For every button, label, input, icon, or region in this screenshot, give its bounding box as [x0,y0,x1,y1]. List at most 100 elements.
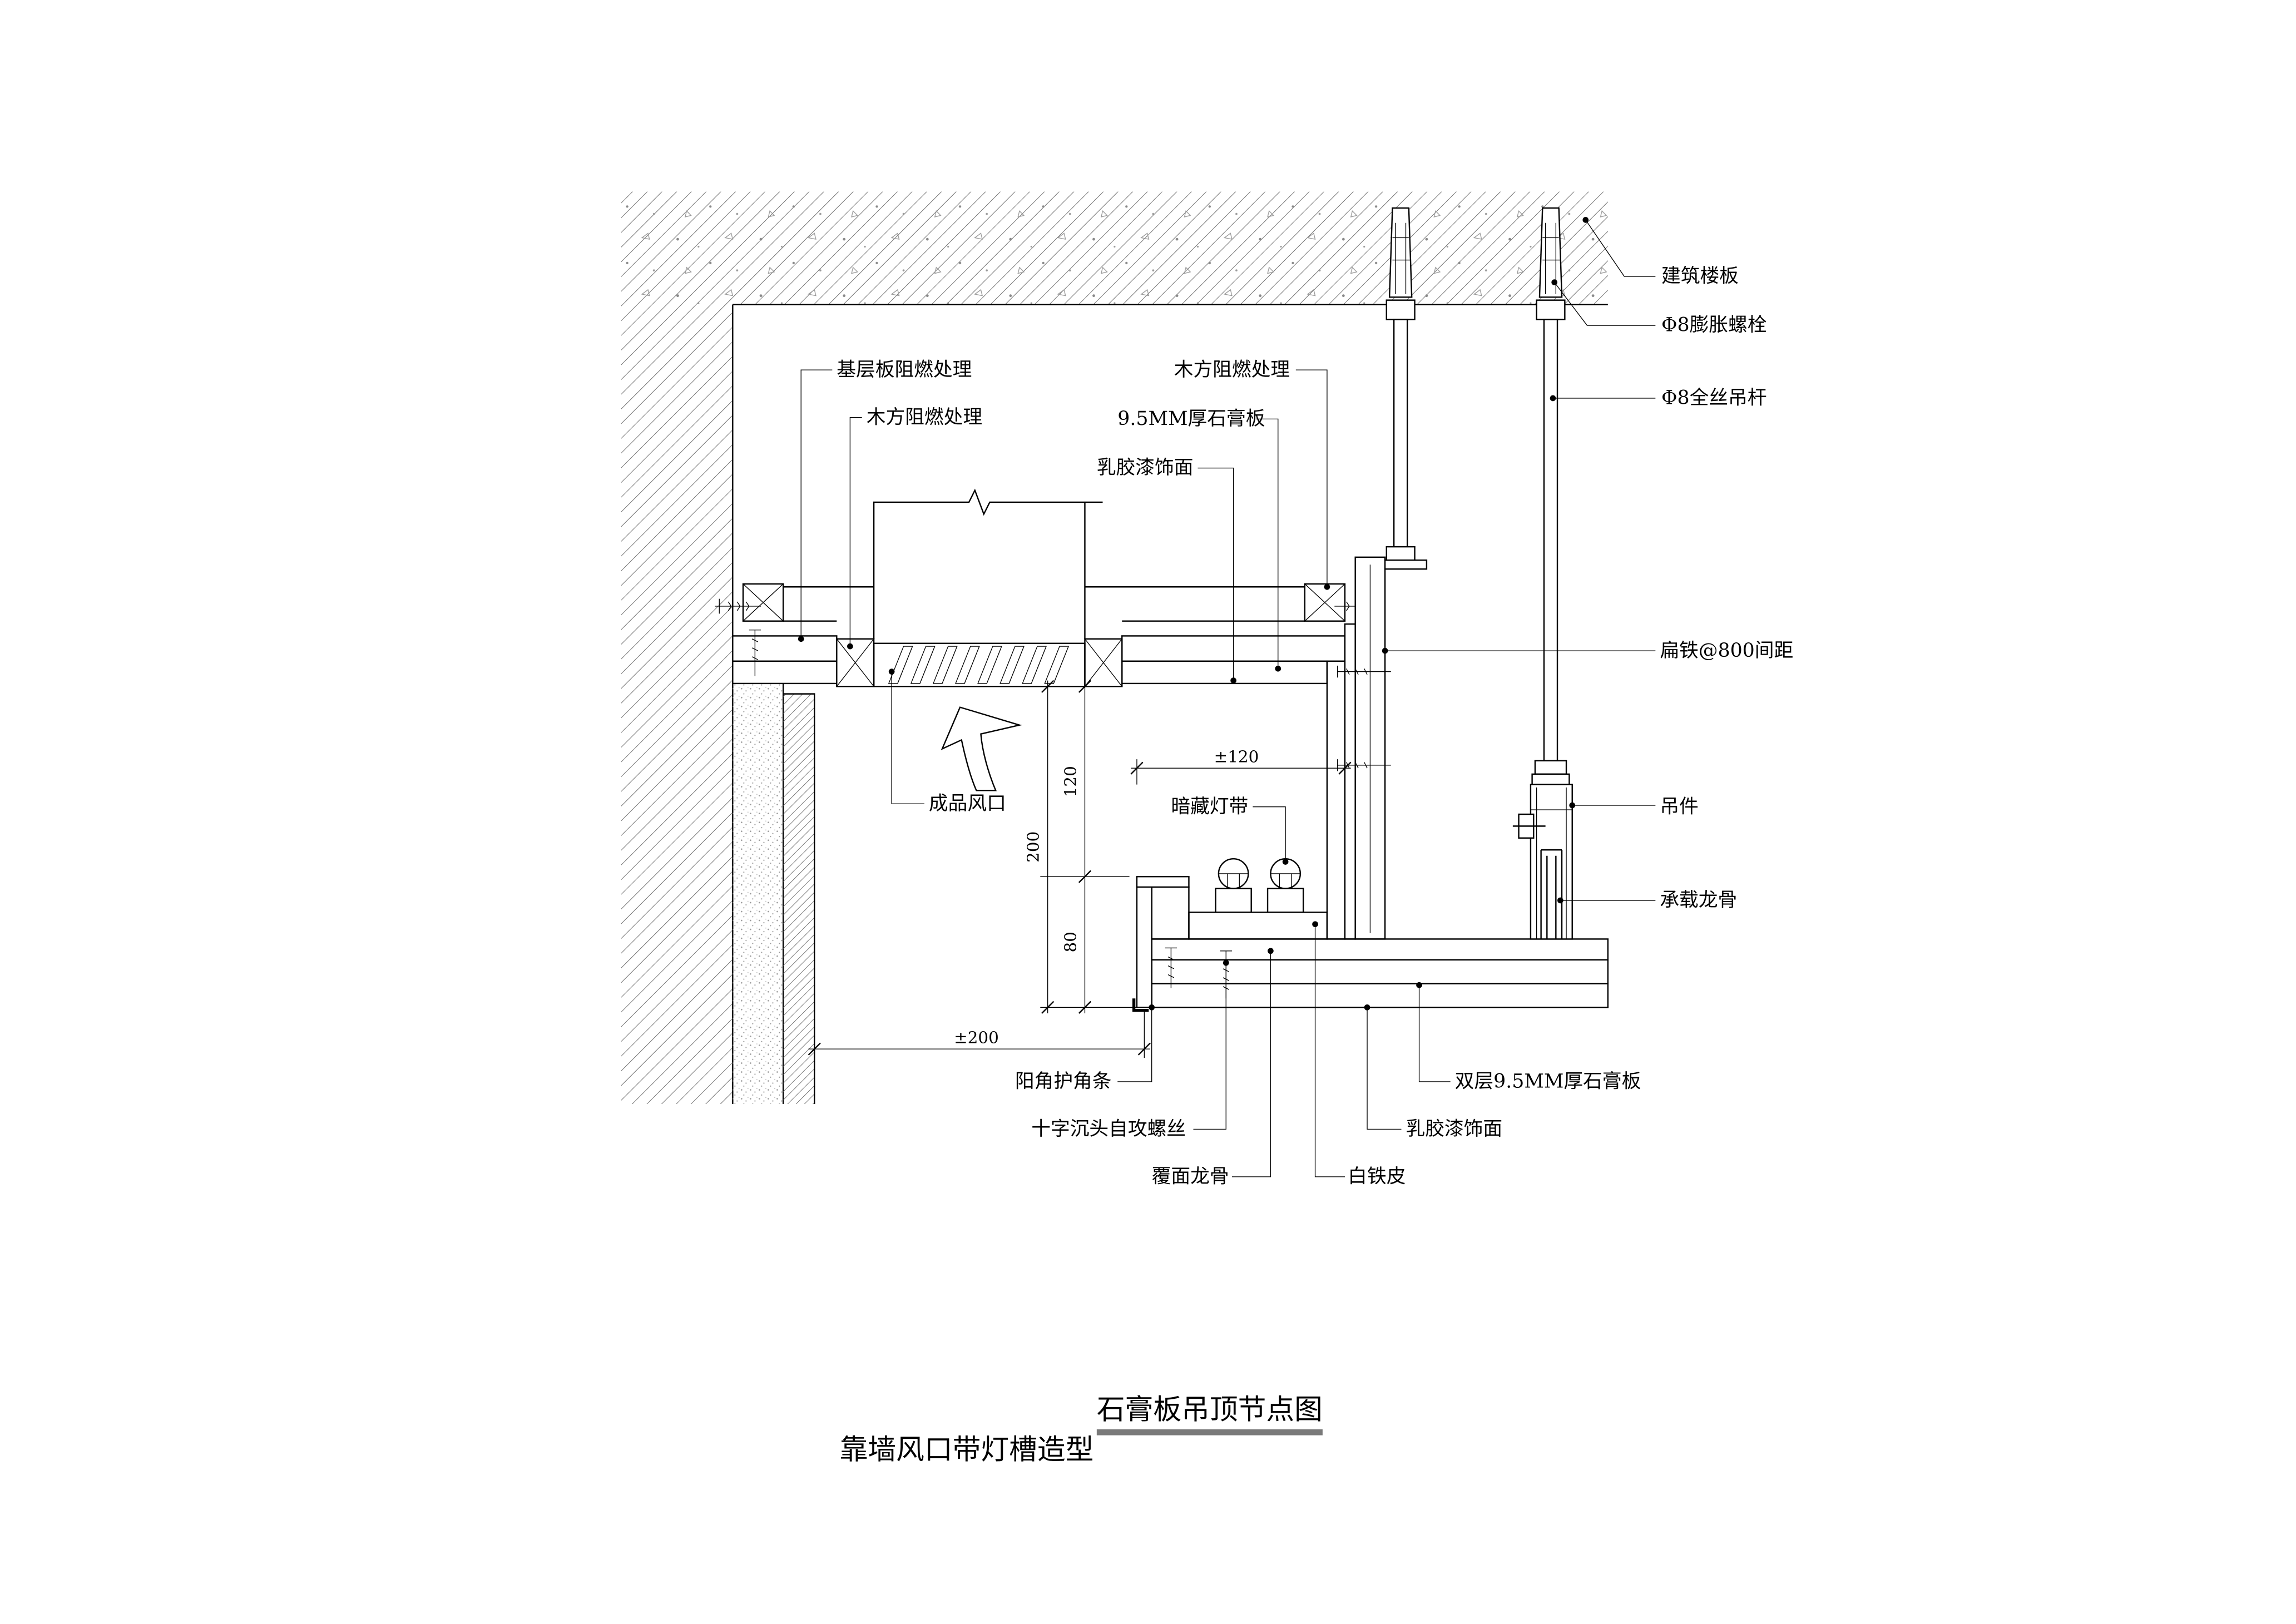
label-slab: 建筑楼板 [1661,265,1739,288]
bolt-nut [1536,299,1566,320]
drawing-subtitle: 靠墙风口带灯槽造型 [840,1433,1094,1465]
dim-tick [1041,680,1091,1014]
drop-screw [1337,665,1391,678]
dim-text-wall-offset: ±200 [954,1028,999,1047]
leader-line [1255,418,1279,669]
vent-slat [910,646,936,684]
label-hidden-light: 暗藏灯带 [1171,795,1248,818]
trough-inner-strip [1188,912,1328,940]
callout-furring-channel: 覆面龙骨 [1152,948,1274,1188]
label-threaded-rod: Φ8全丝吊杆 [1661,387,1766,409]
callout-base-board-fire: 基层板阻燃处理 [798,359,972,642]
leader-line [1314,924,1345,1177]
lamp-base [1215,888,1252,913]
callout-expansion-bolt: Φ8膨胀螺栓 [1551,279,1766,336]
label-base-board-fire: 基层板阻燃处理 [837,359,972,381]
gypsum-layer-2 [1151,983,1609,1008]
rod-washer [1531,773,1570,785]
leader-dot [888,669,895,675]
label-wood-fire-right: 木方阻燃处理 [1174,359,1290,381]
vent-slat [977,646,1002,684]
leader-line [1198,467,1234,681]
callout-wood-fire-left: 木方阻燃处理 [847,406,982,650]
callout-gypsum-top: 9.5MM厚石膏板 [1117,408,1281,672]
callout-threaded-rod: Φ8全丝吊杆 [1550,387,1766,409]
wall-plaster [733,683,784,1104]
lower-base-board [1151,938,1609,961]
airflow-arrow-icon [941,706,1022,791]
leader-line [1295,369,1328,587]
main-channel [1540,849,1563,939]
callout-latex-bottom: 乳胶漆饰面 [1364,1004,1502,1140]
gypsum-board-right [1121,660,1328,685]
expansion-bolt-sleeve [1388,207,1413,298]
dim-text-lip-height: 80 [1061,932,1080,952]
callout-corner-bead: 阳角护角条 [1015,1004,1155,1093]
label-vent: 成品风口 [929,793,1006,815]
rod-bracket [1384,559,1428,570]
leader-dot [798,636,804,642]
leader-line [1585,220,1656,277]
label-hanger: 吊件 [1660,795,1698,818]
bolt-nut [1385,299,1416,320]
wood-block-cross [1084,638,1122,687]
callout-hidden-light: 暗藏灯带 [1171,795,1289,865]
upper-screw [749,630,761,676]
corner-bead [1132,998,1149,1012]
threaded-rod [1393,319,1408,548]
side-wall [621,304,815,1104]
leader-line [1367,1007,1402,1130]
leader-dot [1364,1004,1370,1011]
wood-block-vent-right [1084,638,1123,687]
vent-slat [955,646,980,684]
gypsum-board-drop [1326,660,1346,940]
wood-block-cross [743,583,784,622]
label-corner-bead: 阳角护角条 [1015,1071,1112,1093]
hanger-clip [1530,784,1573,940]
callout-screw: 十字沉头自攻螺丝 [1031,959,1229,1140]
leader-line [1193,963,1226,1130]
base-board-left [732,635,838,662]
hidden-light-strip [1215,858,1304,913]
hanger-assembly-right [1512,207,1573,940]
wall-finish-strip [783,694,815,1104]
expansion-bolt-detail [1392,222,1411,294]
leader-dot [1550,395,1556,402]
wood-block-cross [836,638,874,687]
leader-line [1253,806,1286,862]
upper-ceiling [715,556,1391,940]
dim-extension [1040,876,1141,1008]
leader-dot [1324,583,1330,590]
leader-dot [1569,802,1576,809]
vent-slat [1044,646,1070,684]
wood-block-cross [1304,583,1345,622]
leader-dot [1282,859,1289,865]
dim-vertical: 120 200 80 [1024,680,1141,1014]
dim-trough-width: ±120 [1130,747,1352,785]
vent-slat [888,646,913,684]
upper-wood-strip [783,586,1305,622]
leader-line [800,369,833,639]
vent-slat [999,646,1025,684]
callout-vent: 成品风口 [888,669,1006,815]
wood-block-vent-left [836,638,875,687]
leader-line [1117,1007,1152,1082]
lamp-filament [1270,873,1300,889]
callout-wood-fire-right: 木方阻燃处理 [1174,359,1330,590]
dim-text-trough-depth: 120 [1061,766,1080,797]
callout-double-gypsum: 双层9.5MM厚石膏板 [1416,982,1641,1093]
leader-line [849,417,862,647]
leader-dot [1557,897,1563,904]
label-latex-top: 乳胶漆饰面 [1097,457,1194,479]
leader-line [1231,950,1271,1177]
label-screw: 十字沉头自攻螺丝 [1031,1118,1186,1140]
label-flat-iron: 扁铁@800间距 [1660,640,1793,662]
vent-slat [1022,646,1047,684]
title-underline-bar [1096,1429,1323,1435]
leader-dot [1416,982,1422,988]
hanger-clip-detail [1530,787,1572,939]
wood-block-wall [742,583,784,622]
callout-flat-iron: 扁铁@800间距 [1382,640,1793,662]
building-slab [621,191,1608,305]
